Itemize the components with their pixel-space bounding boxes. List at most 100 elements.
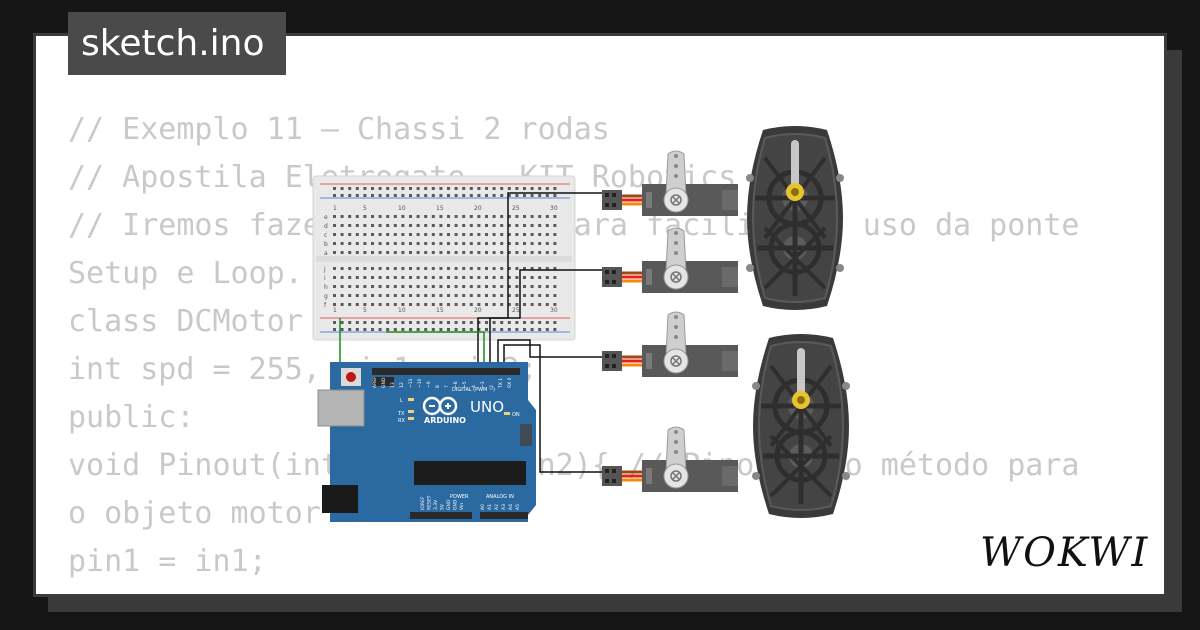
breadboard-hole (515, 267, 519, 270)
breadboard-hole (500, 328, 504, 331)
breadboard-hole (538, 267, 542, 270)
breadboard-hole (462, 303, 466, 306)
breadboard-hole (477, 242, 481, 245)
breadboard-hole (431, 276, 435, 279)
bb-col-label: 10 (398, 307, 406, 314)
breadboard-hole (545, 194, 549, 197)
breadboard-hole (507, 328, 511, 331)
breadboard-hole (485, 303, 488, 306)
breadboard-hole (340, 251, 344, 254)
breadboard-hole (340, 187, 344, 190)
breadboard-hole (371, 233, 374, 236)
breadboard-hole (545, 215, 549, 218)
breadboard-hole (424, 251, 428, 254)
breadboard-hole (447, 285, 450, 288)
breadboard-hole (515, 251, 519, 254)
breadboard-hole (485, 187, 488, 190)
breadboard-hole (454, 294, 458, 297)
breadboard-hole (348, 276, 352, 279)
breadboard-hole (409, 194, 412, 197)
breadboard-hole (454, 328, 458, 331)
bb-col-label: 1 (333, 205, 337, 212)
bb-col-label: 20 (474, 307, 482, 314)
breadboard-hole (469, 328, 473, 331)
breadboard-hole (371, 242, 374, 245)
breadboard-hole (424, 242, 428, 245)
bb-col-label: 10 (398, 205, 406, 212)
wheel[interactable] (752, 334, 850, 518)
breadboard-hole (545, 224, 549, 227)
servo-motor[interactable] (600, 226, 740, 295)
breadboard-hole (507, 242, 511, 245)
breadboard-hole (401, 224, 405, 227)
breadboard-hole (340, 233, 344, 236)
servo-motor[interactable] (600, 149, 740, 218)
led-label: TX (397, 411, 405, 417)
breadboard-hole (477, 187, 481, 190)
breadboard-hole (386, 285, 390, 288)
breadboard-hole (371, 224, 374, 227)
breadboard-hole (477, 233, 481, 236)
led-label: RX (398, 418, 405, 424)
breadboard-hole (409, 242, 412, 245)
servo-motor[interactable] (600, 425, 740, 494)
breadboard-hole (485, 321, 488, 324)
breadboard-hole (393, 276, 397, 279)
breadboard-hole (538, 215, 542, 218)
breadboard-hole (371, 321, 374, 324)
breadboard-hole (515, 187, 519, 190)
code-line: // Stop(); (68, 586, 1132, 594)
breadboard-hole (492, 276, 496, 279)
breadboard-hole (523, 194, 526, 197)
pin-label: ~5 (462, 381, 468, 388)
breadboard-hole (523, 303, 526, 306)
breadboard-hole (500, 321, 504, 324)
breadboard-hole (348, 224, 352, 227)
breadboard-hole (530, 303, 534, 306)
breadboard-hole (378, 242, 382, 245)
breadboard-hole (523, 224, 526, 227)
digital-header: DIGITAL (PWM ~) (452, 387, 495, 393)
breadboard-hole (355, 276, 359, 279)
breadboard-hole (393, 294, 397, 297)
breadboard-hole (485, 194, 488, 197)
breadboard-hole (530, 321, 534, 324)
breadboard-hole (485, 251, 488, 254)
breadboard-hole (409, 276, 412, 279)
breadboard-hole (409, 187, 412, 190)
breadboard-hole (454, 251, 458, 254)
breadboard-hole (431, 267, 435, 270)
breadboard-hole (507, 285, 511, 288)
breadboard-hole (439, 276, 443, 279)
breadboard-hole (469, 233, 473, 236)
breadboard-hole (371, 187, 374, 190)
breadboard-hole (454, 215, 458, 218)
breadboard-hole (431, 303, 435, 306)
breadboard-hole (462, 215, 466, 218)
file-tab[interactable]: sketch.ino (68, 12, 286, 75)
breadboard-hole (477, 194, 481, 197)
breadboard-hole (371, 215, 374, 218)
wheel[interactable] (746, 126, 844, 310)
breadboard-hole (401, 233, 405, 236)
breadboard-hole (492, 294, 496, 297)
breadboard-hole (378, 194, 382, 197)
pin-label: A2 (494, 504, 500, 510)
breadboard-hole (409, 294, 412, 297)
breadboard-hole (393, 224, 397, 227)
breadboard-hole (469, 242, 473, 245)
breadboard-hole (492, 251, 496, 254)
breadboard-hole (477, 215, 481, 218)
breadboard-hole (485, 242, 488, 245)
breadboard-hole (439, 285, 443, 288)
bb-row-label: h (324, 284, 328, 291)
breadboard-hole (553, 328, 557, 331)
breadboard-hole (439, 267, 443, 270)
breadboard-hole (523, 242, 526, 245)
servo-motor[interactable] (600, 310, 740, 379)
breadboard-hole (454, 187, 458, 190)
breadboard-hole (447, 276, 450, 279)
breadboard-hole (439, 303, 443, 306)
